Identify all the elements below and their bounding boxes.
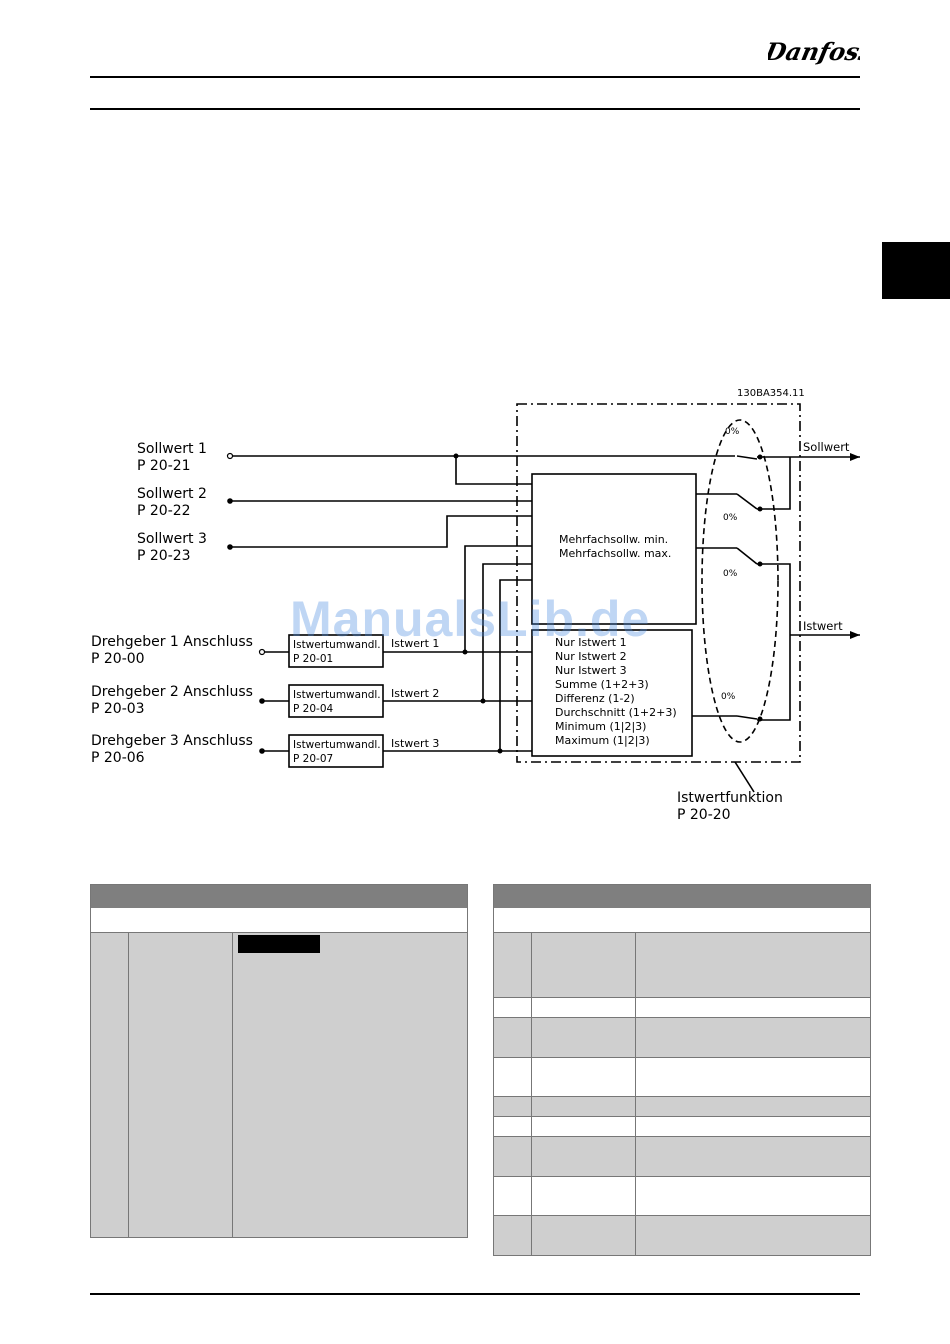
sollwert-3-label: Sollwert 3 [137, 531, 207, 547]
table-row [494, 1137, 870, 1176]
figure-code: 130BA354.11 [737, 388, 805, 399]
chapter-tab-marker [882, 242, 950, 299]
header-rule-bottom [90, 108, 860, 110]
table-row [494, 933, 870, 997]
feedback-merge [757, 563, 791, 721]
function-option: Differenz (1-2) [555, 692, 635, 705]
highlight-chip [238, 935, 320, 953]
sollwert-1-branch [455, 456, 532, 485]
watermark: ManualsLib.de [290, 591, 651, 647]
function-option: Maximum (1|2|3) [555, 734, 650, 747]
multi-box-line-2: Mehrfachsollw. max. [559, 547, 671, 560]
danfoss-logo: Danfoss [768, 37, 860, 66]
converter-2-param: P 20-04 [293, 703, 333, 715]
encoder-1-label: Drehgeber 1 Anschluss [91, 634, 253, 650]
function-option: Summe (1+2+3) [555, 678, 649, 691]
function-option: Nur Istwert 1 [555, 636, 627, 649]
function-option: Nur Istwert 3 [555, 664, 627, 677]
table-subheader [494, 908, 870, 933]
switch-leads [692, 493, 737, 717]
istwertfunktion-label: Istwertfunktion [677, 790, 783, 806]
istwert-2-tap [482, 563, 532, 701]
encoder-2-param: P 20-03 [91, 701, 145, 717]
switch-blades [736, 455, 758, 720]
function-box [531, 629, 693, 757]
sollwert-2-label: Sollwert 2 [137, 486, 207, 502]
table-subheader [91, 908, 467, 933]
istwert-1-tap [464, 545, 532, 652]
dashed-boundary [516, 403, 801, 763]
sollwert-3-param: P 20-23 [137, 548, 191, 564]
converter-3-param: P 20-07 [293, 753, 333, 765]
table-header [494, 885, 870, 908]
istwert-3-tap [499, 579, 532, 751]
zero-label: 0% [723, 569, 738, 579]
istwert-1-label: Istwert 1 [391, 637, 439, 650]
function-option: Durchschnitt (1+2+3) [555, 706, 677, 719]
table-row [494, 1216, 870, 1255]
converter-1-title: Istwertumwandl. [293, 639, 381, 651]
encoder-1-param: P 20-00 [91, 651, 145, 667]
table-row [494, 1097, 870, 1116]
function-option: Minimum (1|2|3) [555, 720, 646, 733]
istwert-output-label: Istwert [803, 619, 843, 633]
multi-setpoint-box [531, 473, 697, 625]
converter-1-param: P 20-01 [293, 653, 333, 665]
sollwert-1-label: Sollwert 1 [137, 441, 207, 457]
zero-label: 0% [721, 692, 736, 702]
istwertfunktion-param: P 20-20 [677, 807, 731, 823]
table-row [494, 1018, 870, 1057]
istwert-3-label: Istwert 3 [391, 737, 439, 750]
table-header [91, 885, 467, 908]
encoder-3-label: Drehgeber 3 Anschluss [91, 733, 253, 749]
header-rule-top [90, 76, 860, 78]
logo-text: Danfoss [768, 37, 860, 66]
encoder-2-label: Drehgeber 2 Anschluss [91, 684, 253, 700]
converter-box-1 [288, 634, 384, 668]
sollwert-3-line [230, 515, 532, 548]
sollwert-output-label: Sollwert [803, 440, 850, 454]
feedback-diagram: 130BA354.11 Sollwert 1 P 20-21 Sollwert … [91, 388, 860, 823]
zero-label: 0% [723, 513, 738, 523]
converter-3-title: Istwertumwandl. [293, 739, 381, 751]
sollwert-1-param: P 20-21 [137, 458, 191, 474]
parameter-table-right [493, 884, 871, 1256]
istwertfunktion-leader [734, 761, 755, 793]
converter-2-title: Istwertumwandl. [293, 689, 381, 701]
table-body [91, 933, 467, 1237]
encoder-3-param: P 20-06 [91, 750, 145, 766]
istwert-2-label: Istwert 2 [391, 687, 439, 700]
setpoint-output [757, 456, 860, 510]
parameter-table-left [90, 884, 468, 1238]
function-option: Nur Istwert 2 [555, 650, 627, 663]
sollwert-2-param: P 20-22 [137, 503, 191, 519]
feedback-function-ellipse [701, 419, 779, 743]
zero-label: 0% [725, 427, 740, 437]
multi-box-line-1: Mehrfachsollw. min. [559, 533, 668, 546]
footer-rule [90, 1293, 860, 1295]
